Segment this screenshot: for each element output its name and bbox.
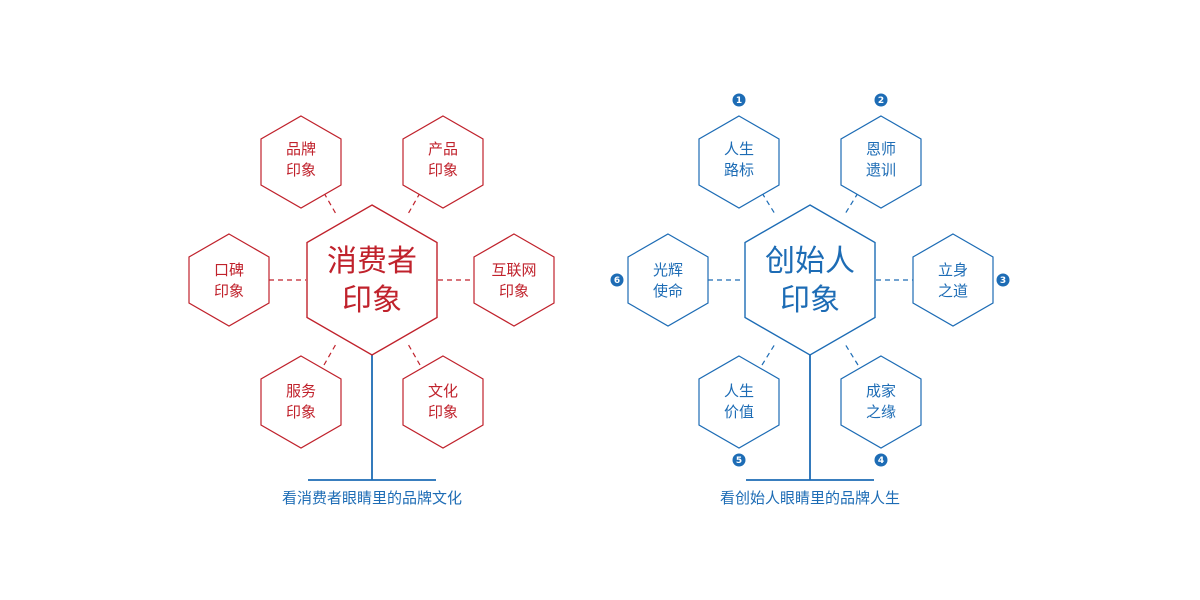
badge-1: 1: [732, 93, 746, 107]
svg-text:路标: 路标: [724, 161, 754, 179]
hex-internet-impression: 互联网 印象: [473, 233, 555, 327]
hex-mission: 光辉 使命: [627, 233, 709, 327]
svg-text:互联网: 互联网: [491, 261, 536, 279]
hex-service-impression: 服务 印象: [260, 355, 342, 449]
founder-center-hexagon: 创始人 印象: [744, 204, 876, 356]
svg-text:印象: 印象: [499, 282, 529, 300]
svg-text:6: 6: [614, 276, 620, 286]
consumer-center-line2: 印象: [342, 283, 402, 318]
svg-text:印象: 印象: [428, 161, 458, 179]
svg-text:4: 4: [878, 456, 884, 466]
svg-text:人生: 人生: [724, 382, 754, 400]
svg-text:之道: 之道: [938, 282, 968, 300]
svg-text:服务: 服务: [286, 382, 316, 400]
founder-caption: 看创始人眼睛里的品牌人生: [720, 489, 900, 507]
hex-word-of-mouth-impression: 口碑 印象: [188, 233, 270, 327]
consumer-caption: 看消费者眼睛里的品牌文化: [282, 489, 462, 507]
hex-brand-impression: 品牌 印象: [260, 115, 342, 209]
badge-5: 5: [732, 453, 746, 467]
svg-text:5: 5: [736, 456, 742, 466]
svg-text:光辉: 光辉: [653, 261, 683, 279]
hex-family: 成家 之缘: [840, 355, 922, 449]
consumer-connectors: [269, 192, 475, 366]
svg-text:人生: 人生: [724, 140, 754, 158]
svg-text:使命: 使命: [653, 282, 683, 300]
badge-4: 4: [874, 453, 888, 467]
svg-text:品牌: 品牌: [286, 140, 316, 158]
connector-product: [407, 192, 421, 215]
svg-text:印象: 印象: [214, 282, 244, 300]
founder-diagram: 创始人 印象 人生 路标 恩师 遗训 光辉 使命 立身 之道 人生 价值: [610, 93, 1010, 507]
hex-foundation: 立身 之道: [912, 233, 994, 327]
connector-brand: [323, 192, 337, 215]
hex-product-impression: 产品 印象: [402, 115, 484, 209]
consumer-diagram: 消费者 印象 品牌 印象 产品 印象 口碑 印象 互联网 印象 服务 印象: [188, 115, 555, 507]
connector-service: [323, 343, 337, 366]
svg-text:产品: 产品: [428, 140, 458, 158]
badge-6: 6: [610, 273, 624, 287]
svg-text:1: 1: [736, 96, 742, 106]
badge-2: 2: [874, 93, 888, 107]
hex-culture-impression: 文化 印象: [402, 355, 484, 449]
svg-text:2: 2: [878, 96, 884, 106]
svg-text:之缘: 之缘: [866, 403, 896, 421]
svg-text:恩师: 恩师: [866, 140, 896, 158]
connector-culture: [407, 343, 421, 366]
founder-center-line1: 创始人: [765, 244, 855, 279]
consumer-center-line1: 消费者: [327, 244, 417, 279]
svg-text:印象: 印象: [286, 403, 316, 421]
hex-life-value: 人生 价值: [698, 355, 780, 449]
connector-life-value: [761, 343, 776, 366]
svg-text:立身: 立身: [938, 261, 968, 279]
connector-family: [844, 343, 859, 366]
consumer-center-hexagon: 消费者 印象: [306, 204, 438, 356]
founder-center-line2: 印象: [780, 283, 840, 318]
svg-text:印象: 印象: [428, 403, 458, 421]
svg-text:价值: 价值: [724, 403, 754, 421]
founder-connectors: [708, 192, 913, 366]
badge-3: 3: [996, 273, 1010, 287]
hex-life-guide: 人生 路标: [698, 115, 780, 209]
svg-text:印象: 印象: [286, 161, 316, 179]
svg-text:文化: 文化: [428, 382, 458, 400]
connector-teacher-legacy: [844, 192, 859, 215]
hex-teacher-legacy: 恩师 遗训: [840, 115, 922, 209]
svg-text:遗训: 遗训: [866, 161, 896, 179]
svg-text:成家: 成家: [866, 382, 896, 400]
svg-text:3: 3: [1000, 276, 1006, 286]
connector-life-guide: [761, 192, 776, 215]
svg-text:口碑: 口碑: [214, 261, 244, 279]
